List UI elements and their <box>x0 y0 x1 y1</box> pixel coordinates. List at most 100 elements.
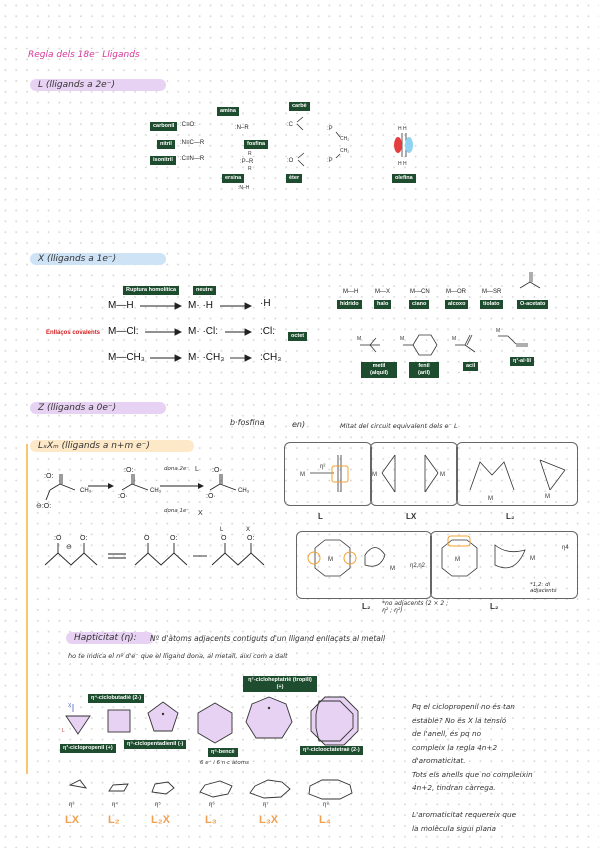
note-b-fosfina: b·fosfina <box>230 418 265 427</box>
svg-text:O:: O: <box>170 535 177 542</box>
formula-halo: M—X <box>375 289 390 295</box>
svg-text:η²: η² <box>320 464 325 470</box>
side-note-line <box>412 795 533 809</box>
hapticitat-line2: ho te indica el nº d'e⁻ que el lligand d… <box>68 652 288 660</box>
side-note-line: la molècula sigui plana <box>412 823 497 833</box>
formula-hidrido: M—H <box>343 289 359 295</box>
x-row2-b: M· ·Cl: <box>188 326 218 337</box>
svg-text::O:: :O: <box>44 473 53 480</box>
label-x: X <box>198 510 203 517</box>
ligand-type-label: L₂ <box>108 814 120 826</box>
svg-text:M: M <box>530 556 535 562</box>
tag-isonitril: isonitril <box>150 156 176 165</box>
tag-ciclobutadie: η⁴-ciclobutadiè (2-) <box>88 694 145 703</box>
ligand-type-label: L₂X <box>151 814 170 826</box>
svg-text::O·: :O· <box>118 493 128 500</box>
tag-eter: èter <box>286 174 303 183</box>
svg-text:M: M <box>357 336 361 342</box>
tag-ciano: ciano <box>409 300 430 309</box>
box-olefin-l <box>284 442 372 506</box>
svg-text:O:: O: <box>247 535 254 542</box>
x-row1-b: M· ·H <box>188 300 213 311</box>
svg-text:X: X <box>68 703 72 709</box>
svg-text:O: O <box>221 535 227 542</box>
eta-label: η⁷ <box>263 802 269 808</box>
section-l-heading: L (lligands a 2e⁻) <box>30 79 166 91</box>
svg-text::P: :P <box>327 126 333 132</box>
tag-amina: amina <box>217 107 239 116</box>
svg-text:M: M <box>328 557 333 563</box>
svg-text::P: :P <box>327 158 333 164</box>
ligand-type-label: L₃ <box>205 814 217 826</box>
formula-ciano: M—CN <box>410 289 430 295</box>
note-mitat: Mitat del circuit equivalent dels e⁻ L <box>340 422 458 430</box>
svg-text:M: M <box>452 336 456 342</box>
x-row1-a: M—H <box>108 300 134 311</box>
tag-hidrido: hidrido <box>337 300 362 309</box>
svg-text::O·: :O· <box>212 467 222 474</box>
box-cot <box>430 531 578 599</box>
svg-text:M: M <box>372 472 377 478</box>
tag-ciclopentadienil: η⁵-ciclopentadienil (-) <box>124 740 187 749</box>
tag-octet: octet <box>288 332 308 341</box>
svg-text:M: M <box>488 496 493 502</box>
svg-text:X: X <box>246 527 250 533</box>
box-olefin-lx <box>370 442 458 506</box>
x-row3-c: :CH₃ <box>260 352 282 363</box>
eta-label: η⁵ <box>155 802 161 808</box>
side-note-line: Pq el ciclopropenil no és tan <box>412 702 515 711</box>
svg-text:L: L <box>220 527 224 533</box>
eta-label: η⁶ <box>209 802 215 808</box>
svg-text:H H: H H <box>398 126 407 132</box>
tag-fosfina: fosfina <box>244 140 269 149</box>
tag-alcoxo: alcoxo <box>445 300 469 309</box>
svg-text:M: M <box>440 472 445 478</box>
svg-text:L: L <box>62 728 65 734</box>
section-z-heading: Z (lligands a 0e⁻) <box>30 402 166 414</box>
note-dona-1e: dona 1e⁻ <box>164 508 190 514</box>
svg-text::P–R: :P–R <box>240 159 254 165</box>
label-enllacos: Enllaços covalents <box>46 330 101 336</box>
formula-amina: :N–R <box>235 125 249 131</box>
hapticitat-line1: Nº d'àtoms adjacents contiguts d'un llig… <box>150 634 386 643</box>
svg-text:CH₃: CH₃ <box>80 488 92 494</box>
svg-text:R: R <box>248 151 252 157</box>
svg-text:O:: O: <box>80 535 87 542</box>
tag-eta1-alil: η¹-al·lil <box>510 357 535 366</box>
ligand-type-label: L₄ <box>319 814 331 826</box>
tag-cicloheptatrie: η⁷-cicloheptatriè (tropili) (+) <box>243 676 317 692</box>
note-6e: 6 e⁻ i 6 n·c àtoms <box>200 760 249 766</box>
side-note-line: 4n+2, tindran càrrega. <box>412 783 496 792</box>
side-note-line: L'aromaticitat requereix que <box>412 810 517 819</box>
tag-bence: η⁶-bencè <box>208 748 238 757</box>
formula-carbonil: :C≡O: <box>180 122 196 128</box>
side-note-line: Tots els anells que no compleixin <box>412 769 533 779</box>
box-label-l2b: L₂ <box>362 602 371 611</box>
formula-tiolato: M—SR <box>482 289 502 295</box>
note-dona-2e: dona 2e⁻ <box>164 466 190 472</box>
box-cod <box>296 531 432 599</box>
page-title: Regla dels 18e⁻ Lligands <box>28 50 140 60</box>
tag-ciclooctatetrae: η⁸-ciclooctatetraè (2-) <box>300 746 363 755</box>
svg-text:M: M <box>390 566 395 572</box>
tag-olefina: olefina <box>392 174 416 183</box>
ligand-type-label: LX <box>65 814 80 826</box>
svg-text:M: M <box>496 328 500 334</box>
x-row3-a: M—CH₃ <box>108 352 145 363</box>
hapticitat-heading: Hapticitat (η): <box>66 632 154 644</box>
svg-text::C: :C <box>287 122 294 128</box>
formula-isonitril: :C≡N—R <box>180 156 205 162</box>
note-no-adjacents: *no adjacents (2 × 2 ; η² ; η²) <box>382 600 449 614</box>
tag-neutre: neutre <box>193 286 216 295</box>
svg-text:M: M <box>300 472 305 478</box>
svg-text::O: :O <box>54 535 62 542</box>
svg-text:CH₂: CH₂ <box>340 136 349 142</box>
side-note-line: d'aromaticitat. <box>412 756 466 765</box>
eta-label: η³ <box>69 802 75 808</box>
tag-ruptura: Ruptura homolítica <box>123 286 180 295</box>
tag-acil: acil <box>463 362 479 371</box>
